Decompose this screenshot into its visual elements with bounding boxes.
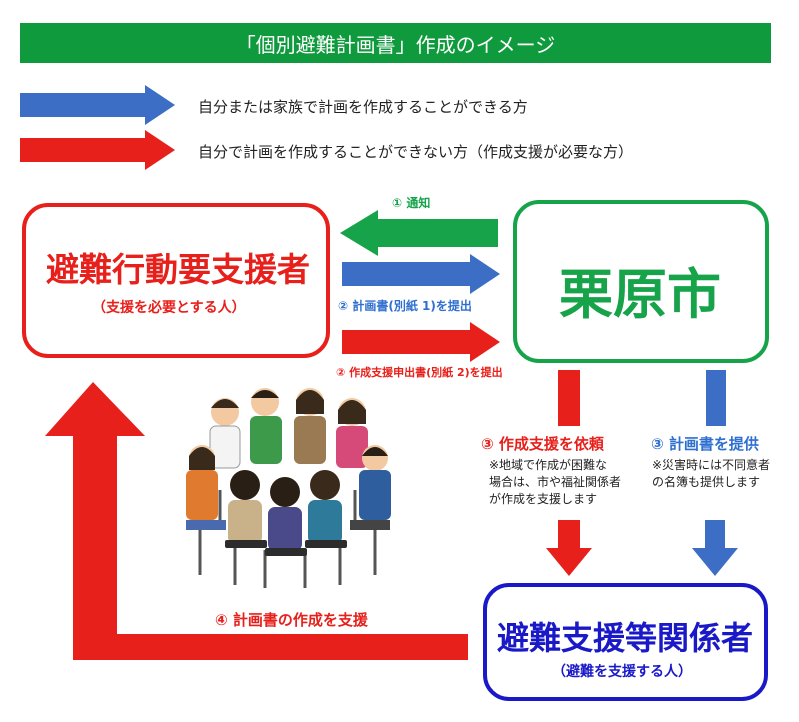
provide-plan-label: ③ 計画書を提供 — [651, 435, 759, 453]
request-note-line: ※地域で作成が困難な — [489, 458, 608, 472]
request-note: ※地域で作成が困難な 場合は、市や福祉関係者 が作成を支援します — [489, 457, 621, 508]
provide-note-line: の名簿も提供します — [652, 475, 761, 489]
blue-down-arrow-icon — [692, 520, 738, 576]
person-box — [22, 203, 330, 358]
red-arrow-legend-icon — [20, 130, 175, 170]
city-box — [513, 200, 769, 363]
request-note-line: が作成を支援します — [489, 492, 598, 506]
person-subtitle: （支援を必要とする人） — [92, 300, 246, 316]
support-creation-label: ④ 計画書の作成を支援 — [215, 611, 368, 629]
provide-note: ※災害時には不同意者 の名簿も提供します — [652, 457, 770, 491]
provide-note-line: ※災害時には不同意者 — [652, 458, 771, 472]
person-title: 避難行動要支援者 — [46, 250, 310, 289]
supporter-box — [483, 583, 768, 701]
banner-title: 「個別避難計画書」作成のイメージ — [235, 32, 556, 57]
red-down-arrow-icon — [546, 520, 592, 576]
supporter-subtitle: （避難を支援する人） — [552, 664, 692, 680]
title-banner: 「個別避難計画書」作成のイメージ — [20, 23, 771, 63]
notice-arrow-icon — [340, 210, 498, 256]
submit-plan-arrow-icon — [342, 254, 500, 294]
red-down-bar-icon — [558, 370, 580, 426]
group-meeting-icon — [186, 388, 391, 588]
request-note-line: 場合は、市や福祉関係者 — [489, 475, 622, 489]
submit-request-label: ② 作成支援申出書(別紙 2)を提出 — [336, 366, 503, 379]
submit-request-arrow-icon — [342, 322, 500, 362]
notice-label: ① 通知 — [392, 196, 431, 210]
supporter-title: 避難支援等関係者 — [497, 619, 754, 657]
blue-down-bar-icon — [706, 370, 726, 426]
legend-blue-text: 自分または家族で計画を作成することができる方 — [198, 98, 528, 116]
submit-plan-label: ② 計画書(別紙 1)を提出 — [338, 299, 472, 313]
blue-arrow-legend-icon — [20, 85, 175, 125]
city-title: 栗原市 — [559, 263, 721, 326]
request-support-label: ③ 作成支援を依頼 — [481, 435, 604, 453]
legend-red-text: 自分で計画を作成することができない方（作成支援が必要な方） — [198, 143, 634, 161]
